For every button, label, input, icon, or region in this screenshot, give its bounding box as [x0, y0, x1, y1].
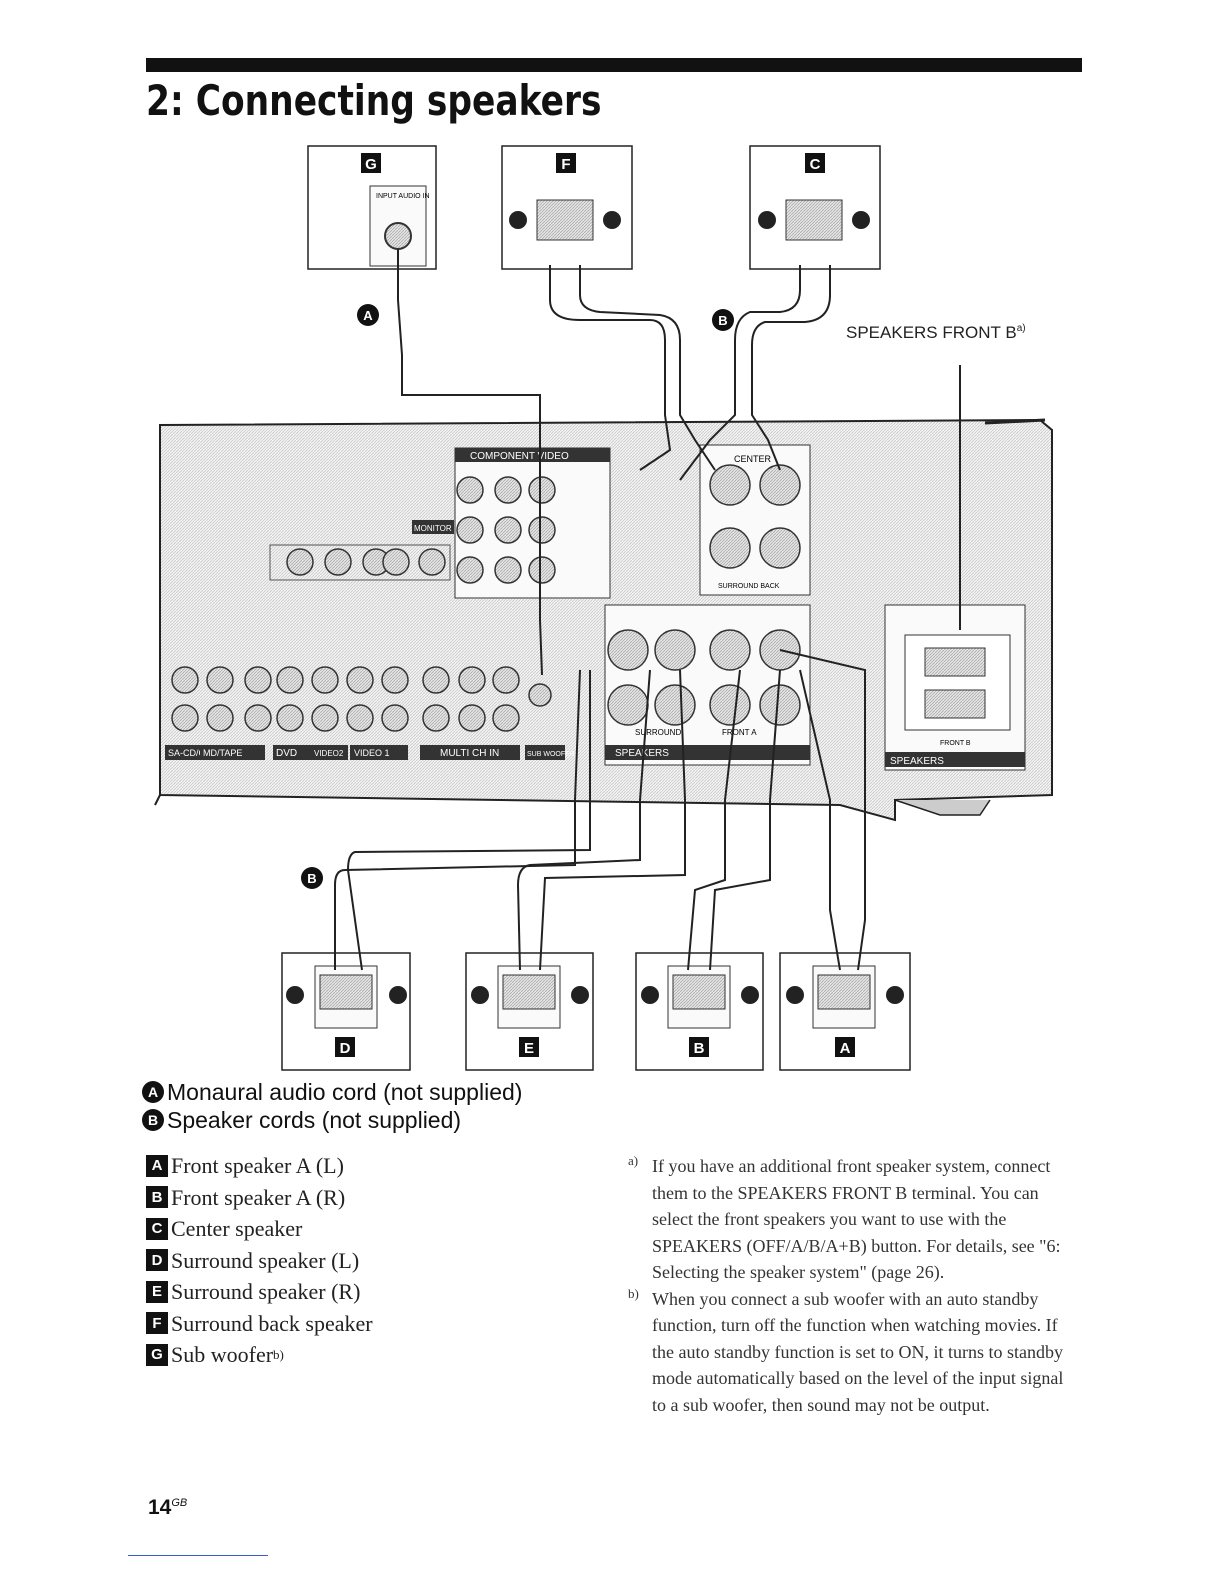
box-letter-a: A [840, 1040, 851, 1057]
sacd-label: SA-CD/CD [168, 748, 212, 758]
component-video-label: COMPONENT VIDEO [470, 451, 569, 462]
legend-mark: F [146, 1312, 168, 1335]
front-b-label: FRONT B [940, 740, 971, 747]
cord-text: Speaker cords (not supplied) [167, 1107, 462, 1133]
legend-text: Sub woofer [171, 1342, 274, 1367]
surround-label: SURROUND [635, 728, 681, 737]
box-letter-b: B [694, 1040, 705, 1057]
legend-mark: E [146, 1280, 168, 1303]
speaker-letters: G F C D E B A [335, 153, 855, 1057]
bottom-speaker-boxes [281, 952, 911, 1071]
footnote-mark: a) [628, 1153, 639, 1168]
legend-mark: D [146, 1249, 168, 1272]
legend-mark: C [146, 1217, 168, 1240]
cord-mark-icon: B [142, 1109, 164, 1131]
cord-text: Monaural audio cord (not supplied) [167, 1079, 523, 1105]
box-letter-e: E [524, 1040, 534, 1057]
legend-note-mark: b) [273, 1347, 284, 1362]
legend-text: Front speaker A (L) [171, 1153, 344, 1178]
legend-text: Surround speaker (L) [171, 1247, 360, 1273]
cords [334, 249, 961, 971]
video2-label: VIDEO2 [314, 749, 344, 758]
input-audio-in-label: INPUT AUDIO IN [376, 193, 430, 200]
footnotes: a) If you have an additional front speake… [628, 1153, 1078, 1418]
legend-text: Surround back speaker [171, 1310, 373, 1336]
box-letter-g: G [365, 156, 377, 173]
page-number: 14GB [148, 1496, 188, 1519]
box-letter-c: C [810, 156, 821, 173]
footnote-text: When you connect a sub woofer with an au… [652, 1288, 1064, 1415]
box-letter-d: D [340, 1040, 351, 1057]
footnote: a) If you have an additional front speake… [628, 1153, 1078, 1286]
speakers-label: SPEAKERS [615, 748, 669, 759]
cord-item: B Speaker cords (not supplied) [142, 1106, 522, 1134]
monitor-label: MONITOR [414, 524, 452, 533]
surround-back-label: SURROUND BACK [718, 583, 780, 590]
speakers-front-b-label: SPEAKERS FRONT Ba) [846, 323, 1026, 342]
legend-mark: G [146, 1343, 168, 1366]
speaker-connection-diagram: COMPONENT VIDEO MONITOR CENTER SURROUND … [154, 145, 1053, 1071]
speakers-right-label: SPEAKERS [890, 756, 944, 767]
md-tape-label: MD/TAPE [203, 748, 242, 758]
multi-ch-in-label: MULTI CH IN [440, 748, 499, 759]
legend-text: Center speaker [171, 1216, 303, 1241]
receiver-rear-panel: COMPONENT VIDEO MONITOR CENTER SURROUND … [154, 418, 1053, 822]
legend-mark: A [146, 1154, 168, 1177]
dvd-label: DVD [276, 748, 297, 759]
cord-callouts: A B B [301, 304, 734, 889]
legend-text: Surround speaker (R) [171, 1279, 361, 1304]
center-label: CENTER [734, 454, 772, 464]
cord-mark-icon: A [142, 1081, 164, 1103]
footnote-mark: b) [628, 1285, 639, 1301]
box-letter-f: F [561, 156, 570, 173]
page-title: 2: Connecting speakers [146, 76, 602, 125]
footer-rule [128, 1555, 268, 1556]
front-a-label: FRONT A [722, 728, 757, 737]
callout-cord-b-top: B [718, 313, 727, 328]
legend-mark: B [146, 1186, 168, 1209]
cord-list: A Monaural audio cord (not supplied) B S… [142, 1078, 522, 1134]
top-speaker-boxes: INPUT AUDIO IN [307, 145, 881, 270]
cord-item: A Monaural audio cord (not supplied) [142, 1078, 522, 1106]
footnote: b) When you connect a sub woofer with an … [628, 1286, 1078, 1419]
legend-text: Front speaker A (R) [171, 1184, 346, 1210]
callout-cord-a: A [363, 308, 373, 323]
footnote-text: If you have an additional front speaker … [652, 1156, 1061, 1282]
header-rule [146, 58, 1082, 72]
video1-label: VIDEO 1 [354, 748, 390, 758]
callout-cord-b-bottom: B [307, 871, 316, 886]
sub-woofer-panel-label: SUB WOOFER [527, 751, 575, 758]
